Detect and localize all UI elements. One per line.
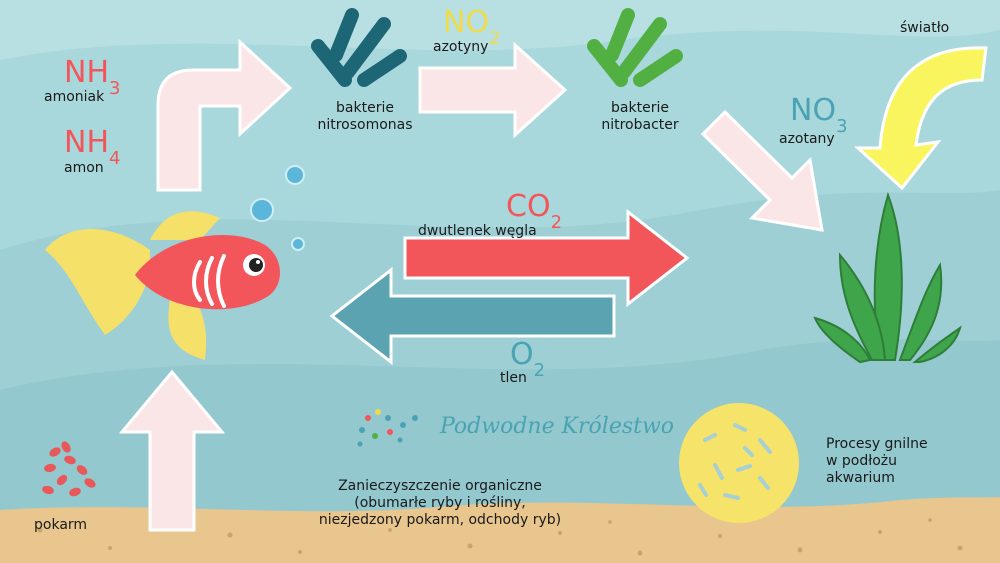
arrow-ammonia-to-bacteria <box>156 38 293 192</box>
fish-icon <box>45 211 280 360</box>
label-amon: amon <box>64 160 104 176</box>
arrow-nitrate-to-plant <box>700 109 824 232</box>
chem-co2: CO2 <box>506 189 563 234</box>
label-light: światło <box>900 20 950 36</box>
bubbles-icon <box>250 165 305 251</box>
plant-icon <box>813 191 962 364</box>
label-dwutlenek-wegla: dwutlenek węgla <box>418 223 537 239</box>
label-food: pokarm <box>34 517 88 533</box>
chem-nh4: NH4 <box>64 125 121 170</box>
chem-nh3: NH3 <box>64 55 121 100</box>
label-azotyny: azotyny <box>433 39 489 55</box>
sand-dots <box>37 518 963 556</box>
food-pellets-icon <box>42 441 96 497</box>
chem-no2: NO2 <box>443 5 501 50</box>
label-organic-pollution: Zanieczyszczenie organiczne(obumarłe ryb… <box>318 478 562 528</box>
label-tlen: tlen <box>500 370 527 386</box>
bacteria-icon <box>587 8 683 87</box>
chem-no3: NO3 <box>790 93 848 138</box>
arrow-sunlight <box>854 46 988 191</box>
arrow-o2 <box>329 266 616 366</box>
label-azotany: azotany <box>779 131 835 147</box>
arrow-nitrite-to-bacteria <box>418 41 568 139</box>
arrow-co2 <box>403 208 690 308</box>
label-amoniak: amoniak <box>44 89 105 105</box>
logo-icon <box>357 409 418 447</box>
logo-text: Podwodne Królestwo <box>440 414 675 439</box>
wave-band <box>0 0 1000 60</box>
bacteria-icon <box>311 8 407 87</box>
chem-o2: O2 <box>510 337 546 382</box>
arrow-organic-to-fish <box>118 369 226 532</box>
rotting-circle-icon <box>679 403 799 523</box>
